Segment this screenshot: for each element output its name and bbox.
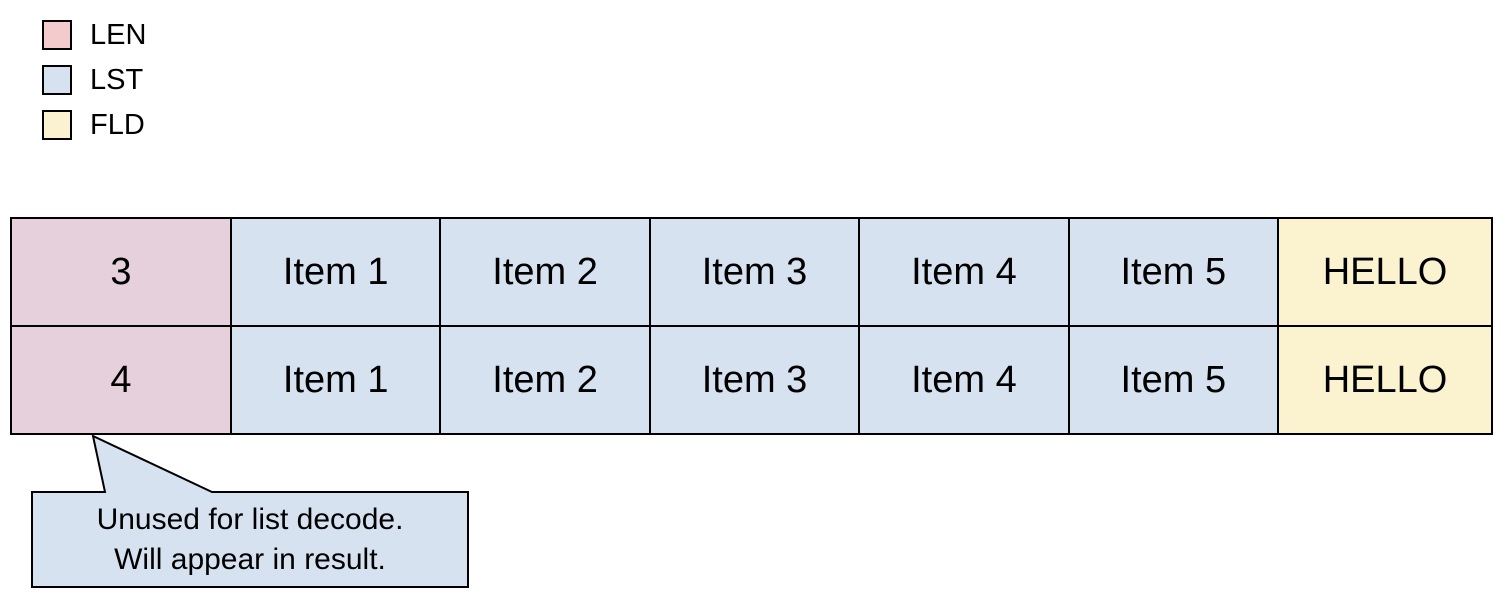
list-item-cell: Item 4 [860, 327, 1070, 433]
len-color-swatch [42, 20, 72, 50]
list-item-cell: Item 1 [232, 219, 442, 325]
list-item-cell: Item 1 [232, 327, 442, 433]
legend-label-lst: LST [90, 64, 144, 96]
list-item-cell: Item 5 [1069, 327, 1280, 433]
len-cell: 3 [12, 219, 232, 325]
legend: LEN LST FLD [42, 20, 146, 155]
legend-item-len: LEN [42, 20, 146, 50]
field-cell: HELLO [1279, 219, 1492, 325]
len-cell: 4 [12, 327, 232, 433]
field-cell: HELLO [1279, 327, 1492, 433]
lst-color-swatch [42, 65, 72, 95]
table-row-1: 3 Item 1 Item 2 Item 3 Item 4 Item 5 HEL… [12, 219, 1492, 327]
legend-item-fld: FLD [42, 110, 146, 140]
list-item-cell: Item 4 [860, 219, 1070, 325]
list-item-cell: Item 2 [441, 327, 651, 433]
legend-label-len: LEN [90, 19, 147, 51]
encoded-buffer-table: 3 Item 1 Item 2 Item 3 Item 4 Item 5 HEL… [10, 217, 1493, 435]
list-item-cell: Item 5 [1069, 219, 1280, 325]
table-row-2: 4 Item 1 Item 2 Item 3 Item 4 Item 5 HEL… [12, 327, 1492, 433]
callout-text: Unused for list decode. Will appear in r… [32, 492, 468, 587]
legend-item-lst: LST [42, 65, 146, 95]
legend-label-fld: FLD [90, 109, 145, 141]
callout-line-2: Will appear in result. [114, 542, 386, 576]
list-item-cell: Item 3 [650, 219, 861, 325]
fld-color-swatch [42, 110, 72, 140]
list-item-cell: Item 3 [650, 327, 861, 433]
callout-line-1: Unused for list decode. [96, 502, 404, 536]
list-item-cell: Item 2 [441, 219, 651, 325]
